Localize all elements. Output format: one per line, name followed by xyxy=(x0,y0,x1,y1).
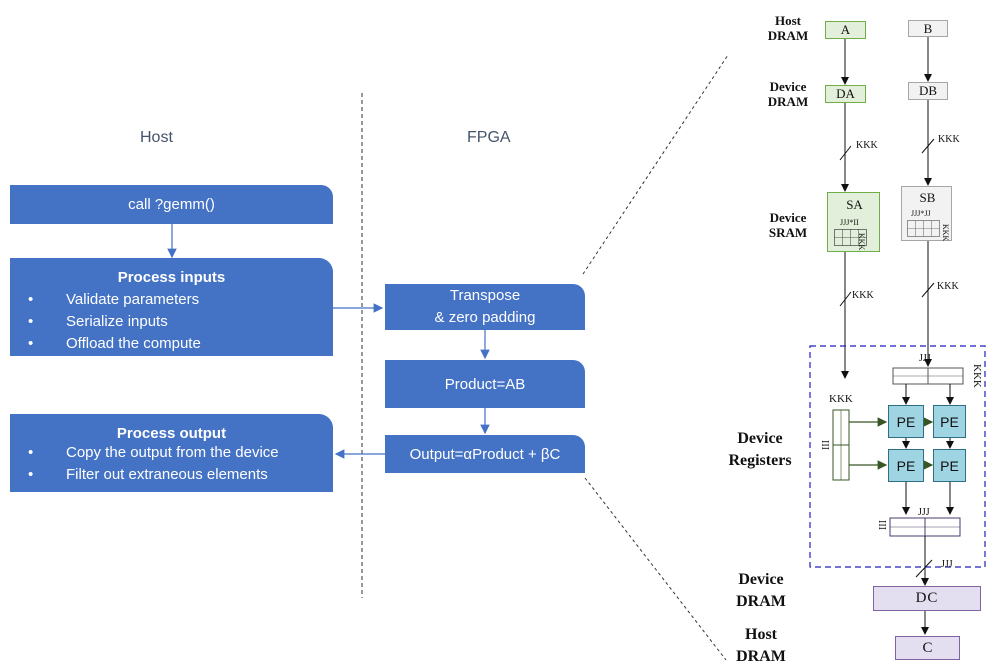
process-output-title: Process output xyxy=(116,425,227,442)
pe-2-2: PE xyxy=(933,449,966,482)
matrix-dc: DC xyxy=(873,586,981,611)
jjj-label-c-register: JJJ xyxy=(918,507,930,518)
iii-label-c-register: III xyxy=(876,520,887,530)
matrix-sa-label: SA xyxy=(846,197,863,212)
label-device-sram: Device SRAM xyxy=(768,210,808,240)
transpose-label-line1: Transpose xyxy=(449,287,521,304)
zoom-line-top xyxy=(582,54,729,275)
process-inputs-list: Validate parameters Serialize inputs Off… xyxy=(10,289,333,355)
list-item: Offload the compute xyxy=(10,333,333,355)
kkk-label-sb-reg: KKK xyxy=(937,281,959,292)
label-device-dram-bottom: Device DRAM xyxy=(736,571,786,610)
list-item: Serialize inputs xyxy=(10,311,333,333)
pe-1-1: PE xyxy=(888,405,924,438)
kkk-label-b-register: KKK xyxy=(971,364,983,388)
output-label: Output=αProduct + βC xyxy=(409,445,561,463)
process-inputs-title: Process inputs xyxy=(117,269,226,286)
sa-grid xyxy=(834,229,867,246)
sa-kkk-label: KKK xyxy=(857,233,866,251)
host-column-title: Host xyxy=(140,129,173,146)
process-inputs-box: Process inputs Validate parameters Seria… xyxy=(10,258,333,356)
matrix-db: DB xyxy=(908,82,948,100)
sb-grid xyxy=(907,220,940,237)
matrix-da: DA xyxy=(825,85,866,103)
sa-dimension-label: JJJ*II xyxy=(840,218,859,227)
transpose-box: Transpose & zero padding xyxy=(385,284,585,330)
sb-kkk-label: KKK xyxy=(941,224,950,242)
matrix-sb-label: SB xyxy=(919,190,936,205)
kkk-label-sa-reg: KKK xyxy=(852,290,874,301)
process-output-box: Process output Copy the output from the … xyxy=(10,414,333,492)
iii-label-a-register: III xyxy=(819,440,830,450)
kkk-tick-da-sa xyxy=(839,145,852,161)
jjj-label-b-register: JJJ xyxy=(919,353,931,364)
list-item: Copy the output from the device xyxy=(10,442,333,464)
pe-2-1: PE xyxy=(888,449,924,482)
kkk-label-db-sb: KKK xyxy=(938,134,960,145)
jjj-label-creg-dc: JJJ xyxy=(941,559,953,570)
kkk-tick-sb-reg xyxy=(921,282,935,298)
kkk-label-a-register: KKK xyxy=(829,393,853,405)
product-box: Product=AB xyxy=(385,360,585,408)
matrix-sb: SB JJJ*JJ KKK xyxy=(901,186,952,241)
matrix-b: B xyxy=(908,20,948,37)
output-box: Output=αProduct + βC xyxy=(385,435,585,473)
label-device-registers: Device Registers xyxy=(728,430,792,469)
matrix-c: C xyxy=(895,636,960,660)
call-gemm-box: call ?gemm() xyxy=(10,185,333,224)
label-device-dram-top: Device DRAM xyxy=(767,79,809,109)
zoom-line-bottom xyxy=(584,477,727,661)
transpose-label-line2: & zero padding xyxy=(434,309,536,326)
sb-dimension-label: JJJ*JJ xyxy=(911,209,931,218)
kkk-tick-db-sb xyxy=(921,138,935,154)
matrix-a: A xyxy=(825,21,866,39)
jjj-tick-creg-dc xyxy=(915,559,933,578)
device-registers-region xyxy=(809,345,986,568)
kkk-tick-sa-reg xyxy=(839,291,852,307)
process-output-list: Copy the output from the device Filter o… xyxy=(10,442,333,486)
matrix-sa: SA JJJ*II KKK xyxy=(827,192,880,252)
list-item: Validate parameters xyxy=(10,289,333,311)
kkk-label-da-sa: KKK xyxy=(856,140,878,151)
call-gemm-label: call ?gemm() xyxy=(128,196,215,213)
pe-1-2: PE xyxy=(933,405,966,438)
fpga-column-title: FPGA xyxy=(467,129,511,146)
list-item: Filter out extraneous elements xyxy=(10,464,333,486)
product-label: Product=AB xyxy=(444,375,526,393)
label-host-dram-bottom: Host DRAM xyxy=(736,626,786,665)
label-host-dram-top: Host DRAM xyxy=(767,13,809,43)
